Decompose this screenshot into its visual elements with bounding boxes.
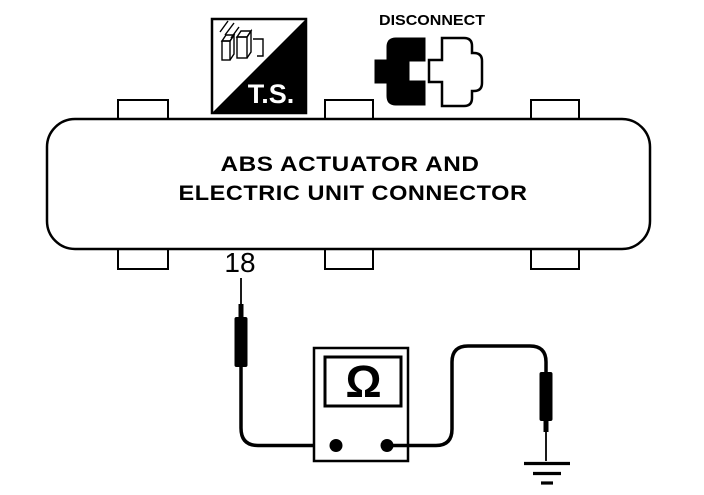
right-probe-body bbox=[539, 372, 553, 421]
left-probe-tip bbox=[238, 304, 244, 319]
ohm-symbol: Ω bbox=[345, 356, 381, 407]
ts-tool-sketch-icon bbox=[219, 20, 264, 61]
right-test-probe bbox=[539, 372, 553, 461]
ts-icon: T.S. bbox=[210, 17, 308, 115]
right-probe-wire bbox=[387, 344, 548, 448]
terminal-18-label: 18 bbox=[224, 247, 255, 278]
connector-title-line2: ELECTRIC UNIT CONNECTOR bbox=[179, 181, 528, 205]
connector-tab-bottom-2 bbox=[324, 246, 374, 270]
disconnect-label: DISCONNECT bbox=[379, 12, 485, 29]
disconnect-icon: DISCONNECT bbox=[374, 12, 485, 108]
connector-tab-bottom-1 bbox=[117, 246, 169, 270]
ohmmeter: Ω bbox=[312, 346, 410, 463]
connector-body bbox=[45, 117, 652, 251]
female-connector-icon bbox=[374, 37, 426, 106]
left-probe-wire bbox=[239, 366, 336, 448]
connector-tab-bottom-3 bbox=[530, 246, 580, 270]
ts-icon-label: T.S. bbox=[248, 79, 295, 109]
connector-title-line1: ABS ACTUATOR AND bbox=[221, 152, 480, 176]
left-test-probe bbox=[234, 278, 248, 367]
right-probe-tip bbox=[543, 418, 549, 432]
ts-icon-black-triangle bbox=[212, 19, 306, 113]
ground-icon bbox=[524, 461, 570, 485]
male-connector-icon bbox=[427, 36, 484, 108]
abs-connector: ABS ACTUATOR AND ELECTRIC UNIT CONNECTOR bbox=[45, 99, 652, 270]
left-probe-body bbox=[234, 317, 248, 367]
ohmmeter-display bbox=[323, 355, 403, 408]
ohmmeter-terminal-left bbox=[329, 439, 343, 452]
